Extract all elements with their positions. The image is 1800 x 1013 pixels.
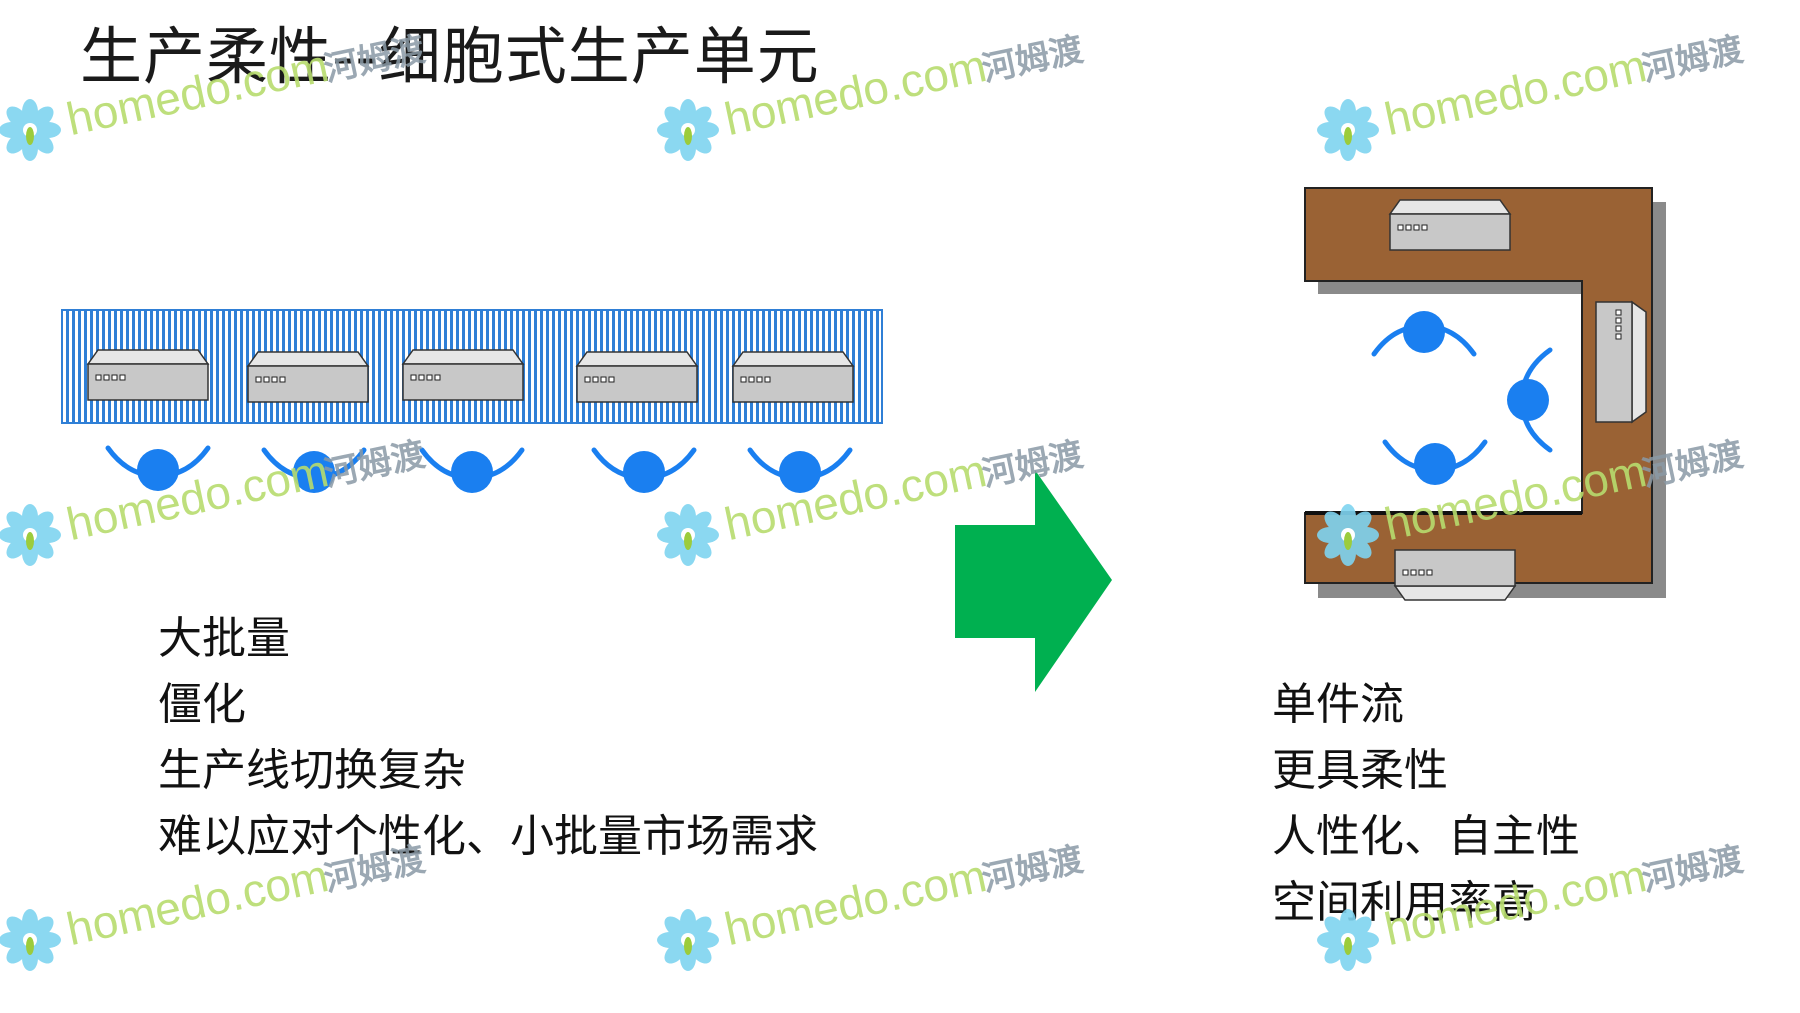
list-item: 空间利用率高	[1272, 870, 1580, 936]
list-item: 大批量	[158, 613, 290, 664]
list-item: 僵化	[158, 679, 246, 730]
list-item: 单件流	[1272, 679, 1404, 730]
machine-icon	[576, 351, 698, 403]
worker-icon	[264, 450, 364, 493]
machine-icon	[402, 349, 524, 401]
worker-icon	[594, 450, 694, 493]
worker-icon	[108, 448, 208, 491]
list-item: 人性化、自主性	[1272, 811, 1580, 862]
right-arrow-icon	[955, 470, 1112, 692]
machine-icon	[1394, 549, 1516, 601]
right-points-list: 单件流 更具柔性 人性化、自主性 空间利用率高	[1272, 672, 1580, 936]
list-item: 更具柔性	[1272, 745, 1448, 796]
worker-icon	[1507, 350, 1550, 450]
list-item: 难以应对个性化、小批量市场需求	[158, 811, 818, 862]
machine-icon	[1389, 199, 1511, 251]
list-item: 生产线切换复杂	[158, 745, 466, 796]
worker-icon	[1374, 311, 1474, 354]
worker-icon	[1385, 442, 1485, 485]
worker-icon	[422, 450, 522, 493]
worker-icon	[750, 450, 850, 493]
left-points-list: 大批量 僵化 生产线切换复杂 难以应对个性化、小批量市场需求	[158, 606, 818, 870]
machine-icon	[87, 349, 209, 401]
machine-icon	[732, 351, 854, 403]
machine-icon	[1595, 301, 1647, 423]
machine-icon	[247, 351, 369, 403]
